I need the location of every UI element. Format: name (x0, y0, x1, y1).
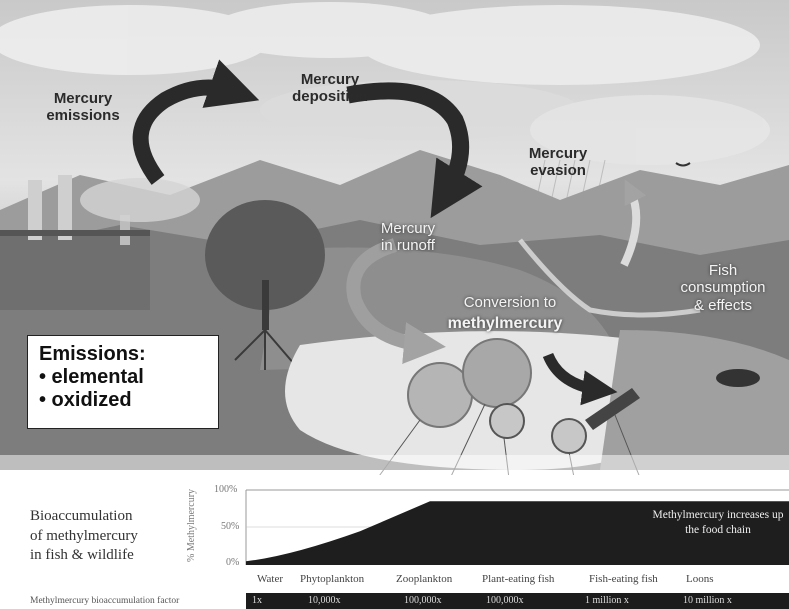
emissions-box-title: Emissions: (39, 343, 207, 366)
label-mercury-in-runoff: Mercury in runoff (368, 220, 448, 255)
y-tick-0: 0% (226, 557, 239, 568)
y-tick-100: 100% (214, 484, 237, 495)
label-methylmercury: methylmercury (440, 315, 570, 333)
emissions-item-elemental: • elemental (39, 366, 207, 389)
emissions-item-oxidized: • oxidized (39, 389, 207, 412)
label-mercury-evasion: Mercury evasion (518, 145, 598, 180)
category-plant-eating-fish: Plant-eating fish (482, 573, 554, 585)
category-phytoplankton: Phytoplankton (300, 573, 364, 585)
factor-plant-eating-fish: 100,000x (486, 595, 524, 606)
factor-water: 1x (252, 595, 262, 606)
factor-zooplankton: 100,000x (404, 595, 442, 606)
bioaccumulation-title: Bioaccumulation of methylmercury in fish… (30, 507, 138, 566)
category-loons: Loons (686, 573, 714, 585)
bioaccumulation-title-line-3: in fish & wildlife (30, 546, 138, 566)
factor-phytoplankton: 10,000x (308, 595, 341, 606)
factor-loons: 10 million x (683, 595, 732, 606)
label-mercury-emissions: Mercury emissions (38, 90, 128, 125)
y-tick-50: 50% (221, 521, 239, 532)
y-axis-label: % Methylmercury (186, 489, 197, 562)
plant-eating-fish-circle (490, 404, 524, 438)
bioaccumulation-title-line-2: of methylmercury (30, 527, 138, 547)
category-fish-eating-fish: Fish-eating fish (589, 573, 658, 585)
label-fish-consumption: Fish consumption & effects (668, 262, 778, 314)
fish-eating-fish-circle (552, 419, 586, 453)
factor-fish-eating-fish: 1 million x (585, 595, 629, 606)
zooplankton-circle (463, 339, 531, 407)
emissions-box: Emissions: • elemental • oxidized (27, 335, 219, 429)
food-chain-note: Methylmercury increases up the food chai… (648, 508, 788, 538)
label-mercury-deposition: Mercury deposition (280, 71, 380, 106)
category-zooplankton: Zooplankton (396, 573, 452, 585)
loon (716, 369, 760, 387)
bioaccumulation-factor-label: Methylmercury bioaccumulation factor (30, 596, 179, 606)
label-conversion-to: Conversion to (445, 294, 575, 311)
category-water: Water (257, 573, 283, 585)
bioaccumulation-title-line-1: Bioaccumulation (30, 507, 138, 527)
smoke-plume (80, 178, 200, 222)
